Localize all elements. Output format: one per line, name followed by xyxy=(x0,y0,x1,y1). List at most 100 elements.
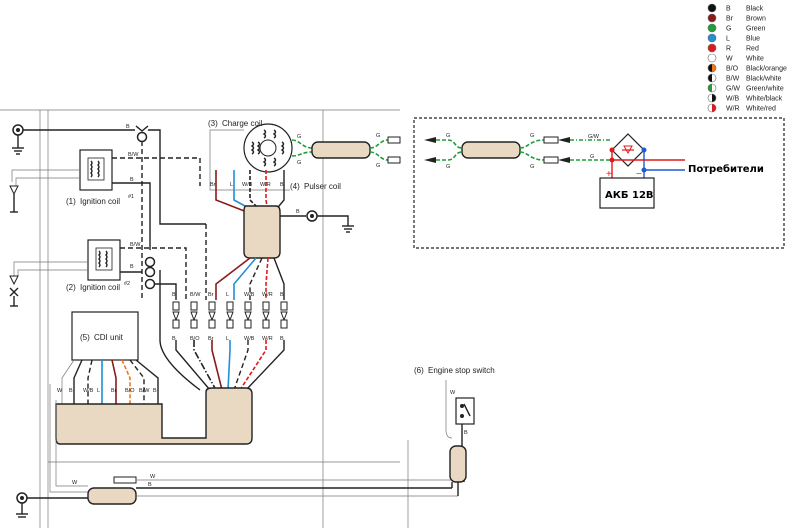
wire-label-top-b: B xyxy=(126,124,130,130)
legend-name: White/red xyxy=(746,106,776,113)
legend-name: Blue xyxy=(746,36,760,43)
legend-swatch xyxy=(707,33,717,43)
connector-top-label: B/W xyxy=(190,292,201,298)
cdi-wires xyxy=(61,359,159,404)
legend-code: G xyxy=(726,26,731,33)
stator-label-wr: W/R xyxy=(260,182,271,188)
wire-label-switch-b: B xyxy=(464,430,468,436)
ignition-coil-2-sup: #2 xyxy=(124,281,130,287)
ground-terminal-bottom xyxy=(16,492,88,518)
legend-row: G Green xyxy=(707,23,766,33)
legend-code: B/W xyxy=(726,76,740,83)
modification-box xyxy=(413,117,785,249)
connector-rings-coil2 xyxy=(144,256,156,290)
cdi-wire-label: W/B xyxy=(83,388,94,394)
wire-label-switch-w: W xyxy=(450,390,456,396)
legend-swatch xyxy=(707,93,717,103)
ignition-coil-2-num: (2) xyxy=(66,283,76,292)
harness-fanout xyxy=(205,224,285,300)
connector-bottom-label: B xyxy=(280,336,284,342)
ignition-coil-1-label: Ignition coil xyxy=(80,197,120,206)
wire-label-ground-b: B xyxy=(296,209,300,215)
legend-swatch xyxy=(707,3,717,13)
ignition-coil-1-num: (1) xyxy=(66,197,76,206)
legend-row: B/W Black/white xyxy=(707,73,782,83)
legend-name: Green/white xyxy=(746,86,784,93)
connector-top-label: Br xyxy=(208,292,214,298)
connector-bottom-label: W/B xyxy=(244,336,255,342)
legend-swatch xyxy=(707,43,717,53)
inline-connector: B/W B/O xyxy=(190,292,201,342)
legend-name: Green xyxy=(746,26,766,33)
connector-bottom-label: B/O xyxy=(190,336,200,342)
cdi-wire-label: W xyxy=(57,388,63,394)
connector-top-label: W/B xyxy=(244,292,255,298)
legend-code: L xyxy=(726,36,730,43)
minus-sign: − xyxy=(636,169,642,180)
legend-swatch xyxy=(707,23,717,33)
cdi-harness xyxy=(55,387,253,445)
ext-label-g1: G xyxy=(446,133,450,139)
legend-swatch xyxy=(707,63,717,73)
ground-terminal-mid xyxy=(306,210,354,233)
charge-coil-green-leads xyxy=(291,139,313,157)
cdi-wire-label: B xyxy=(153,388,157,394)
charge-coil-label: Charge coil xyxy=(222,119,263,128)
battery-label: АКБ 12В xyxy=(605,190,654,201)
inline-connector: BB xyxy=(280,292,288,342)
stator-label-l: L xyxy=(230,182,233,188)
consumers-label: Потребители xyxy=(688,163,764,175)
stator-label-br: Br xyxy=(210,182,216,188)
legend-name: White xyxy=(746,56,764,63)
engine-stop-switch xyxy=(445,380,475,446)
ext-harness-connector xyxy=(461,141,521,159)
legend-swatch xyxy=(707,83,717,93)
pulser-coil-label: Pulser coil xyxy=(304,182,341,191)
inline-connector: LL xyxy=(226,292,234,342)
harness-connector-charge xyxy=(311,141,371,159)
ground-terminal-top xyxy=(12,124,24,155)
connector-top-label: B xyxy=(172,292,176,298)
ext-label-g3: G xyxy=(530,133,534,139)
wire-label-bottom-w: W xyxy=(72,480,78,486)
cdi-wire-label: L xyxy=(97,388,100,394)
ext-left-terminals xyxy=(424,137,463,163)
inline-connector: W/RW/R xyxy=(262,292,273,342)
connector-top-label: L xyxy=(226,292,229,298)
legend-code: B xyxy=(726,6,731,13)
wire-label-b-coil1: B xyxy=(130,177,134,183)
legend-row: B/O Black/orange xyxy=(707,63,787,73)
wire-label-b-coil2: B xyxy=(130,264,134,270)
ignition-coil-2-label: Ignition coil xyxy=(80,283,120,292)
legend-name: Black/orange xyxy=(746,66,787,73)
ext-label-g2: G xyxy=(446,164,450,170)
legend-name: Red xyxy=(746,46,759,53)
connector-bottom-label: Br xyxy=(208,336,214,342)
ignition-coil-2 xyxy=(87,239,121,281)
legend-name: Black/white xyxy=(746,76,782,83)
cdi-wire-label: B xyxy=(69,388,73,394)
inline-connector: BB xyxy=(172,292,180,342)
legend-code: B/O xyxy=(726,66,739,73)
connector-bottom-label: B xyxy=(172,336,176,342)
connector-bottom-label: W/R xyxy=(262,336,273,342)
ignition-coil-1 xyxy=(79,149,113,191)
legend-code: W/R xyxy=(726,106,740,113)
spark-plug-2 xyxy=(9,275,19,307)
legend-swatch xyxy=(707,103,717,113)
legend-name: White/black xyxy=(746,96,783,103)
legend-code: W xyxy=(726,56,733,63)
wire-label-bottom-b: B xyxy=(148,482,152,488)
engine-stop-switch-label: Engine stop switch xyxy=(428,366,495,375)
wire-label-bottom-w2: W xyxy=(150,474,156,480)
cdi-wire-label: B/O xyxy=(125,388,135,394)
ext-label-g5: G xyxy=(590,154,594,160)
